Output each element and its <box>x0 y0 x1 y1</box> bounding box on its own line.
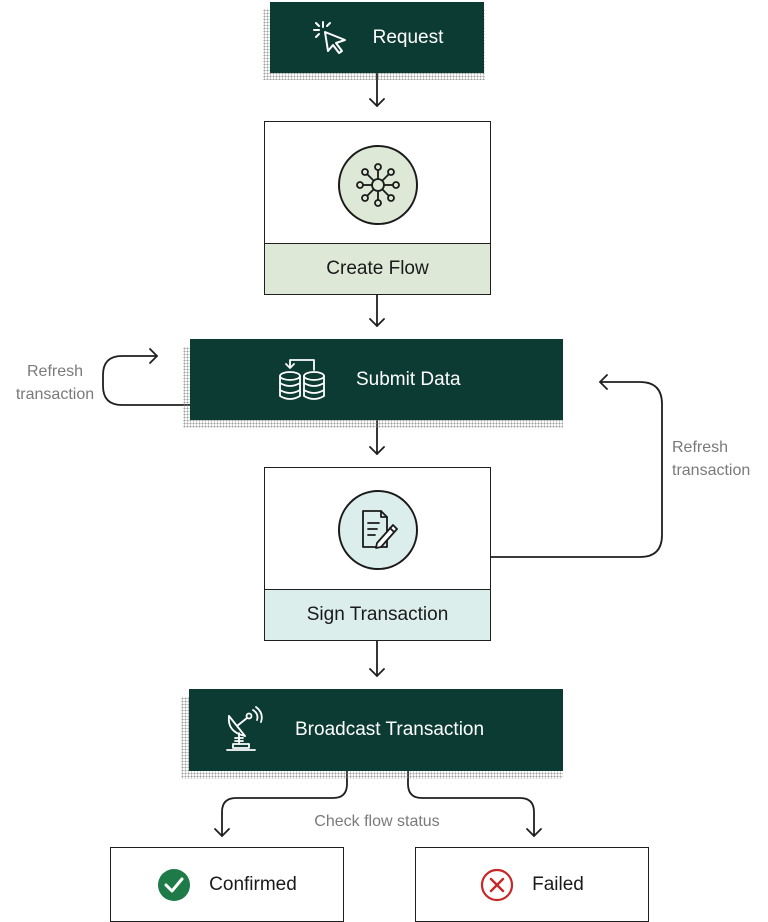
confirmed-node[interactable]: Confirmed <box>110 847 344 922</box>
refresh-loop-right <box>490 381 663 558</box>
check-flow-status-label: Check flow status <box>314 813 440 830</box>
failed-label: Failed <box>532 873 584 895</box>
sign-transaction-label: Sign Transaction <box>265 589 490 640</box>
failed-node[interactable]: Failed <box>415 847 649 922</box>
create-flow-node[interactable]: Create Flow <box>264 121 491 295</box>
database-transfer-icon <box>276 357 328 403</box>
refresh-label-right-line1: Refresh <box>672 439 729 456</box>
submit-data-node[interactable]: Submit Data <box>190 339 563 420</box>
network-hub-icon <box>337 145 418 225</box>
refresh-label-right-line2: transaction <box>672 462 751 479</box>
refresh-label-left-line1: Refresh <box>26 363 84 380</box>
request-node[interactable]: Request <box>270 2 484 73</box>
check-circle-icon <box>157 868 191 902</box>
request-label: Request <box>372 26 444 48</box>
refresh-label-right: Refresh transaction <box>672 436 768 482</box>
document-sign-icon <box>337 490 418 570</box>
create-flow-label: Create Flow <box>265 243 490 294</box>
arrow-broadcast-to-failed <box>407 770 535 837</box>
x-circle-icon <box>480 868 514 902</box>
refresh-loop-left <box>102 355 191 406</box>
submit-data-label: Submit Data <box>356 368 461 390</box>
sign-transaction-node[interactable]: Sign Transaction <box>264 467 491 641</box>
broadcast-transaction-node[interactable]: Broadcast Transaction <box>189 689 563 771</box>
refresh-label-left-line2: transaction <box>15 386 95 403</box>
refresh-label-left: Refresh transaction <box>0 360 110 406</box>
arrow-broadcast-to-confirmed <box>221 770 348 837</box>
satellite-dish-icon <box>223 706 267 754</box>
broadcast-transaction-label: Broadcast Transaction <box>295 719 485 740</box>
confirmed-label: Confirmed <box>209 873 297 895</box>
cursor-click-icon <box>311 18 351 58</box>
